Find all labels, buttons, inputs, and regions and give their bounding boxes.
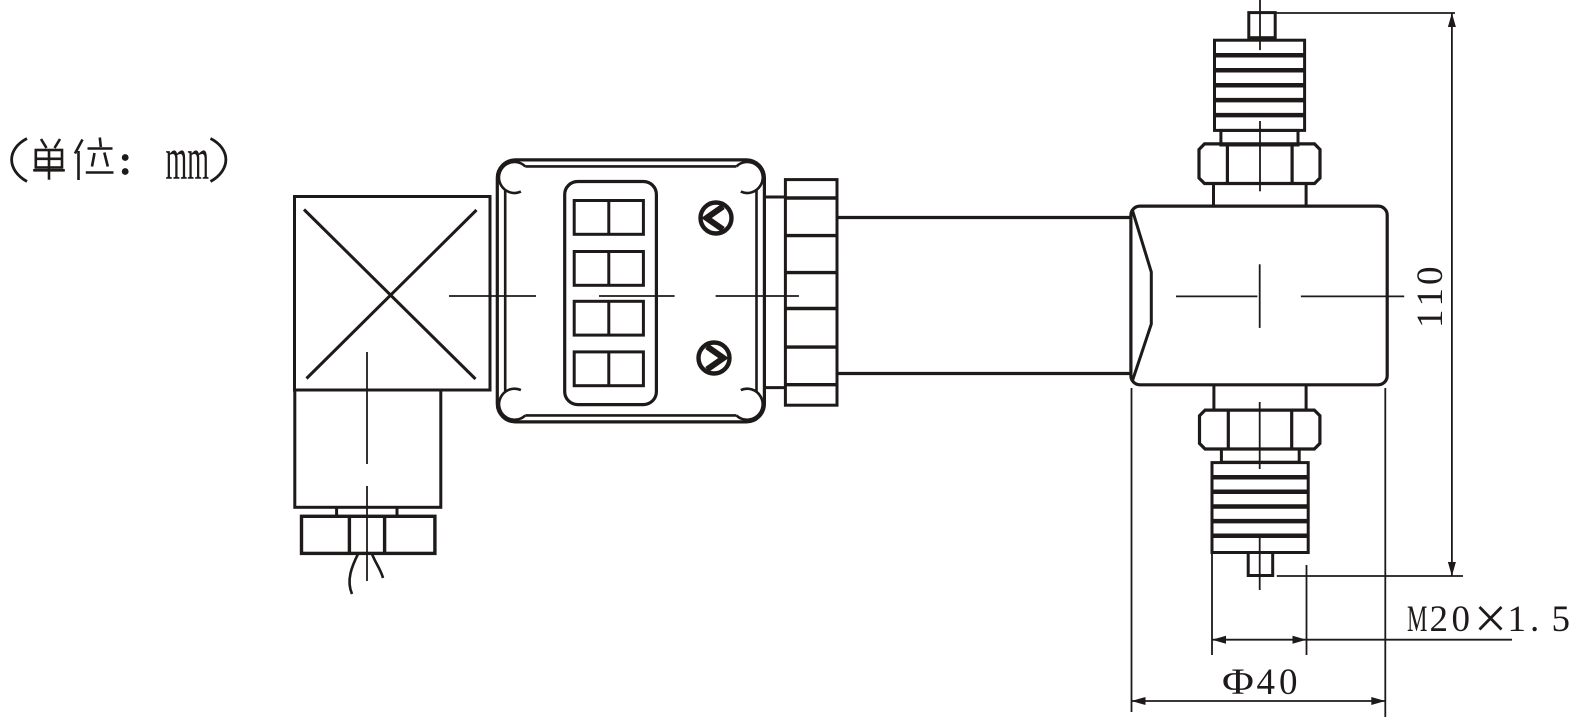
- svg-text:1.5: 1.5: [1508, 599, 1571, 640]
- svg-text:mm: mm: [166, 126, 209, 193]
- svg-text:40: 40: [1257, 662, 1298, 703]
- svg-text:20: 20: [1430, 599, 1471, 640]
- svg-text:Φ: Φ: [1222, 661, 1254, 702]
- svg-text:M: M: [1407, 599, 1427, 640]
- svg-text:110: 110: [1410, 267, 1451, 329]
